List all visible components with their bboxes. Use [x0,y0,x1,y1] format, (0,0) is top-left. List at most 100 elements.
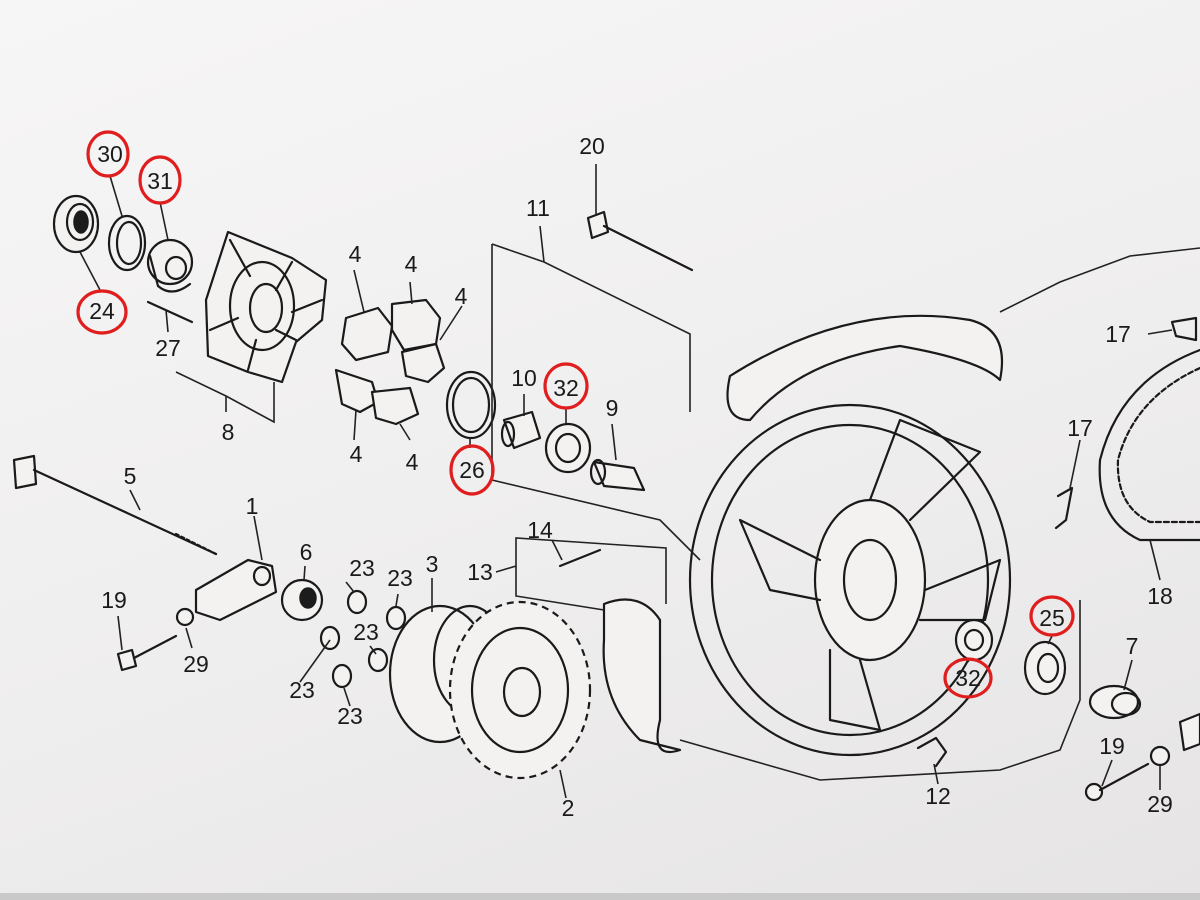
svg-text:31: 31 [147,168,173,194]
svg-text:24: 24 [89,298,115,324]
callout-5: 5 [124,463,137,489]
callout-4-b: 4 [405,251,418,277]
svg-text:25: 25 [1039,605,1065,631]
part-chain-adjuster [194,558,278,622]
callout-24: 24 [76,289,128,335]
part-spacer-collar [589,458,646,492]
callout-19-right: 19 [1099,733,1125,759]
svg-text:30: 30 [97,141,123,167]
part-inner-tube [602,598,682,753]
part-collar [146,238,194,293]
svg-text:23: 23 [353,619,379,645]
part-clip [916,736,948,768]
callout-31: 31 [138,155,182,205]
svg-text:29: 29 [183,651,209,677]
callout-32-upper: 32 [543,362,589,410]
part-driven-flange [204,230,328,384]
callout-11: 11 [526,195,550,221]
svg-text:17: 17 [1067,415,1093,441]
callout-17-upper: 17 [1105,321,1131,347]
callout-18: 18 [1147,583,1173,609]
svg-text:12: 12 [925,783,951,809]
part-damper-rubbers [334,298,446,426]
callout-17-lower: 17 [1067,415,1093,441]
svg-text:14: 14 [527,517,553,543]
callout-4-e: 4 [406,449,419,475]
part-rear-wheel [688,314,1012,757]
part-axle-bolt-20 [586,210,694,272]
part-bearing-upper [544,422,592,474]
svg-text:23: 23 [337,703,363,729]
callout-14: 14 [527,517,553,543]
svg-text:26: 26 [459,457,485,483]
page-bottom-edge [0,893,1200,900]
callout-29-left: 29 [183,651,209,677]
part-brake-panel [1098,348,1200,542]
callout-4-c: 4 [455,283,468,309]
callout-8: 8 [222,419,235,445]
svg-text:4: 4 [455,283,468,309]
callout-30: 30 [86,130,130,178]
part-axle [12,454,218,556]
part-right-collar [1088,684,1142,720]
callout-23-d: 23 [289,677,315,703]
callout-4-d: 4 [350,441,363,467]
part-dust-seal [1023,640,1067,696]
callout-6: 6 [300,539,313,565]
svg-text:6: 6 [300,539,313,565]
part-stud [146,300,194,324]
part-o-ring [445,370,497,440]
callout-1: 1 [246,493,259,519]
svg-text:1: 1 [246,493,259,519]
svg-text:17: 17 [1105,321,1131,347]
callout-10: 10 [511,365,537,391]
svg-text:32: 32 [553,375,579,401]
svg-text:5: 5 [124,463,137,489]
svg-text:23: 23 [289,677,315,703]
svg-text:7: 7 [1126,633,1139,659]
callout-19-left: 19 [101,587,127,613]
svg-text:18: 18 [1147,583,1173,609]
callout-32-lower: 32 [943,657,993,699]
callout-23-c: 23 [353,619,379,645]
callout-4-a: 4 [349,241,362,267]
part-brake-spring [1054,316,1198,530]
callout-27: 27 [155,335,181,361]
part-bearing-lower [954,618,994,662]
callout-23-b: 23 [387,565,413,591]
callout-12: 12 [925,783,951,809]
part-snap-ring [107,214,147,272]
svg-text:4: 4 [406,449,419,475]
svg-text:3: 3 [426,551,439,577]
svg-text:10: 10 [511,365,537,391]
svg-text:19: 19 [1099,733,1125,759]
callout-20: 20 [579,133,605,159]
part-sprocket [448,600,592,780]
svg-text:2: 2 [562,795,575,821]
svg-text:20: 20 [579,133,605,159]
svg-text:19: 19 [101,587,127,613]
callout-13: 13 [467,559,493,585]
svg-text:11: 11 [526,195,550,221]
svg-text:4: 4 [349,241,362,267]
callout-7: 7 [1126,633,1139,659]
part-distance-collar [500,410,542,450]
svg-text:23: 23 [349,555,375,581]
part-oil-seal [52,194,100,254]
leader-lines [79,164,1200,799]
svg-text:23: 23 [387,565,413,591]
callout-23-a: 23 [349,555,375,581]
callout-9: 9 [606,395,619,421]
svg-text:27: 27 [155,335,181,361]
part-tire-valve [558,548,602,568]
svg-text:32: 32 [955,665,981,691]
part-adjuster-bolt-left [116,607,195,672]
svg-text:9: 9 [606,395,619,421]
svg-text:4: 4 [350,441,363,467]
callout-2: 2 [562,795,575,821]
part-adjuster-bolt-right [1084,712,1200,802]
part-sprocket-nuts [319,589,407,689]
callout-23-e: 23 [337,703,363,729]
